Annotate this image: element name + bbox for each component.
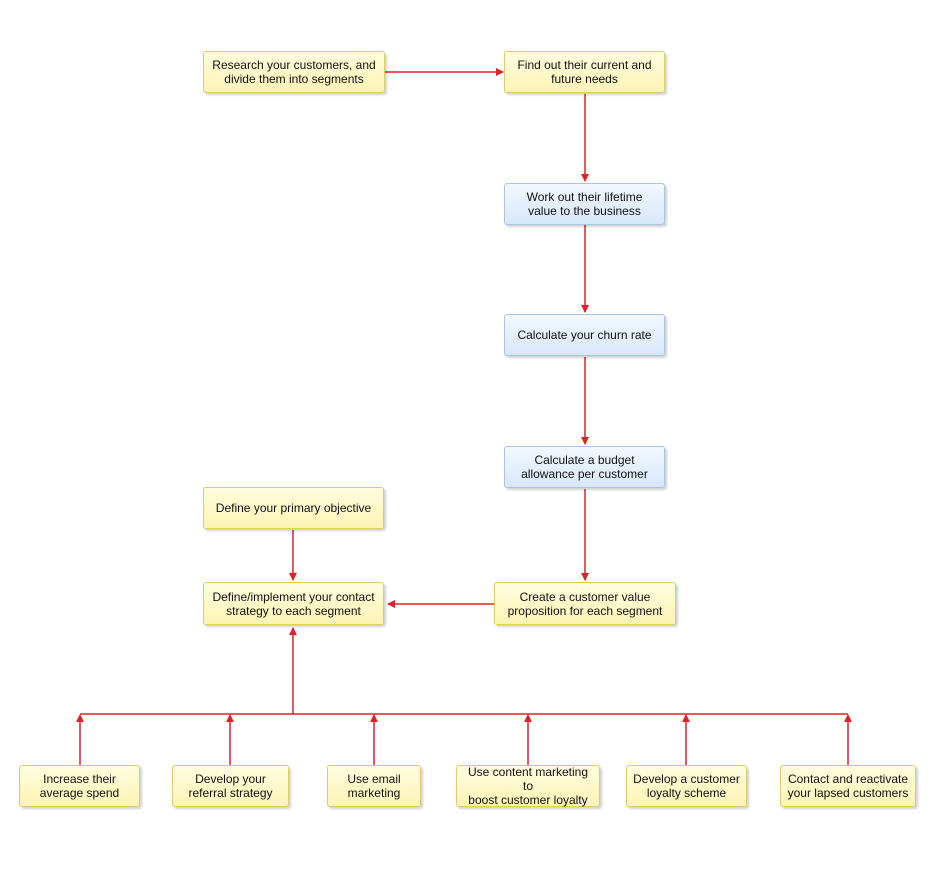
node-contact-strategy-label: Define/implement your contact strategy t… (212, 589, 375, 618)
node-average-spend-label: Increase their average spend (39, 772, 120, 800)
node-content-marketing-label: Use content marketing to boost customer … (467, 765, 589, 807)
node-churn-rate-label: Calculate your churn rate (517, 328, 652, 342)
node-primary-objective-label: Define your primary objective (215, 501, 372, 515)
node-contact-strategy: Define/implement your contact strategy t… (203, 582, 384, 625)
node-referral-strategy-label: Develop your referral strategy (188, 772, 273, 800)
node-research-customers-label: Research your customers, and divide them… (212, 58, 376, 86)
node-lifetime-value: Work out their lifetime value to the bus… (504, 183, 665, 225)
node-find-needs-label: Find out their current and future needs (517, 58, 652, 86)
node-value-proposition: Create a customer value proposition for … (494, 582, 676, 625)
node-budget-allowance-label: Calculate a budget allowance per custome… (521, 453, 648, 481)
node-content-marketing: Use content marketing to boost customer … (456, 765, 600, 807)
node-primary-objective: Define your primary objective (203, 487, 384, 529)
node-value-proposition-label: Create a customer value proposition for … (507, 589, 663, 618)
node-lapsed-customers: Contact and reactivate your lapsed custo… (780, 765, 916, 807)
node-email-marketing-label: Use email marketing (347, 772, 401, 800)
node-budget-allowance: Calculate a budget allowance per custome… (504, 446, 665, 488)
node-email-marketing: Use email marketing (327, 765, 421, 807)
node-average-spend: Increase their average spend (19, 765, 140, 807)
node-research-customers: Research your customers, and divide them… (203, 51, 385, 93)
node-lifetime-value-label: Work out their lifetime value to the bus… (526, 190, 643, 218)
node-lapsed-customers-label: Contact and reactivate your lapsed custo… (787, 772, 909, 800)
node-referral-strategy: Develop your referral strategy (172, 765, 289, 807)
node-loyalty-scheme-label: Develop a customer loyalty scheme (633, 772, 740, 800)
node-churn-rate: Calculate your churn rate (504, 314, 665, 356)
node-find-needs: Find out their current and future needs (504, 51, 665, 93)
node-loyalty-scheme: Develop a customer loyalty scheme (626, 765, 747, 807)
